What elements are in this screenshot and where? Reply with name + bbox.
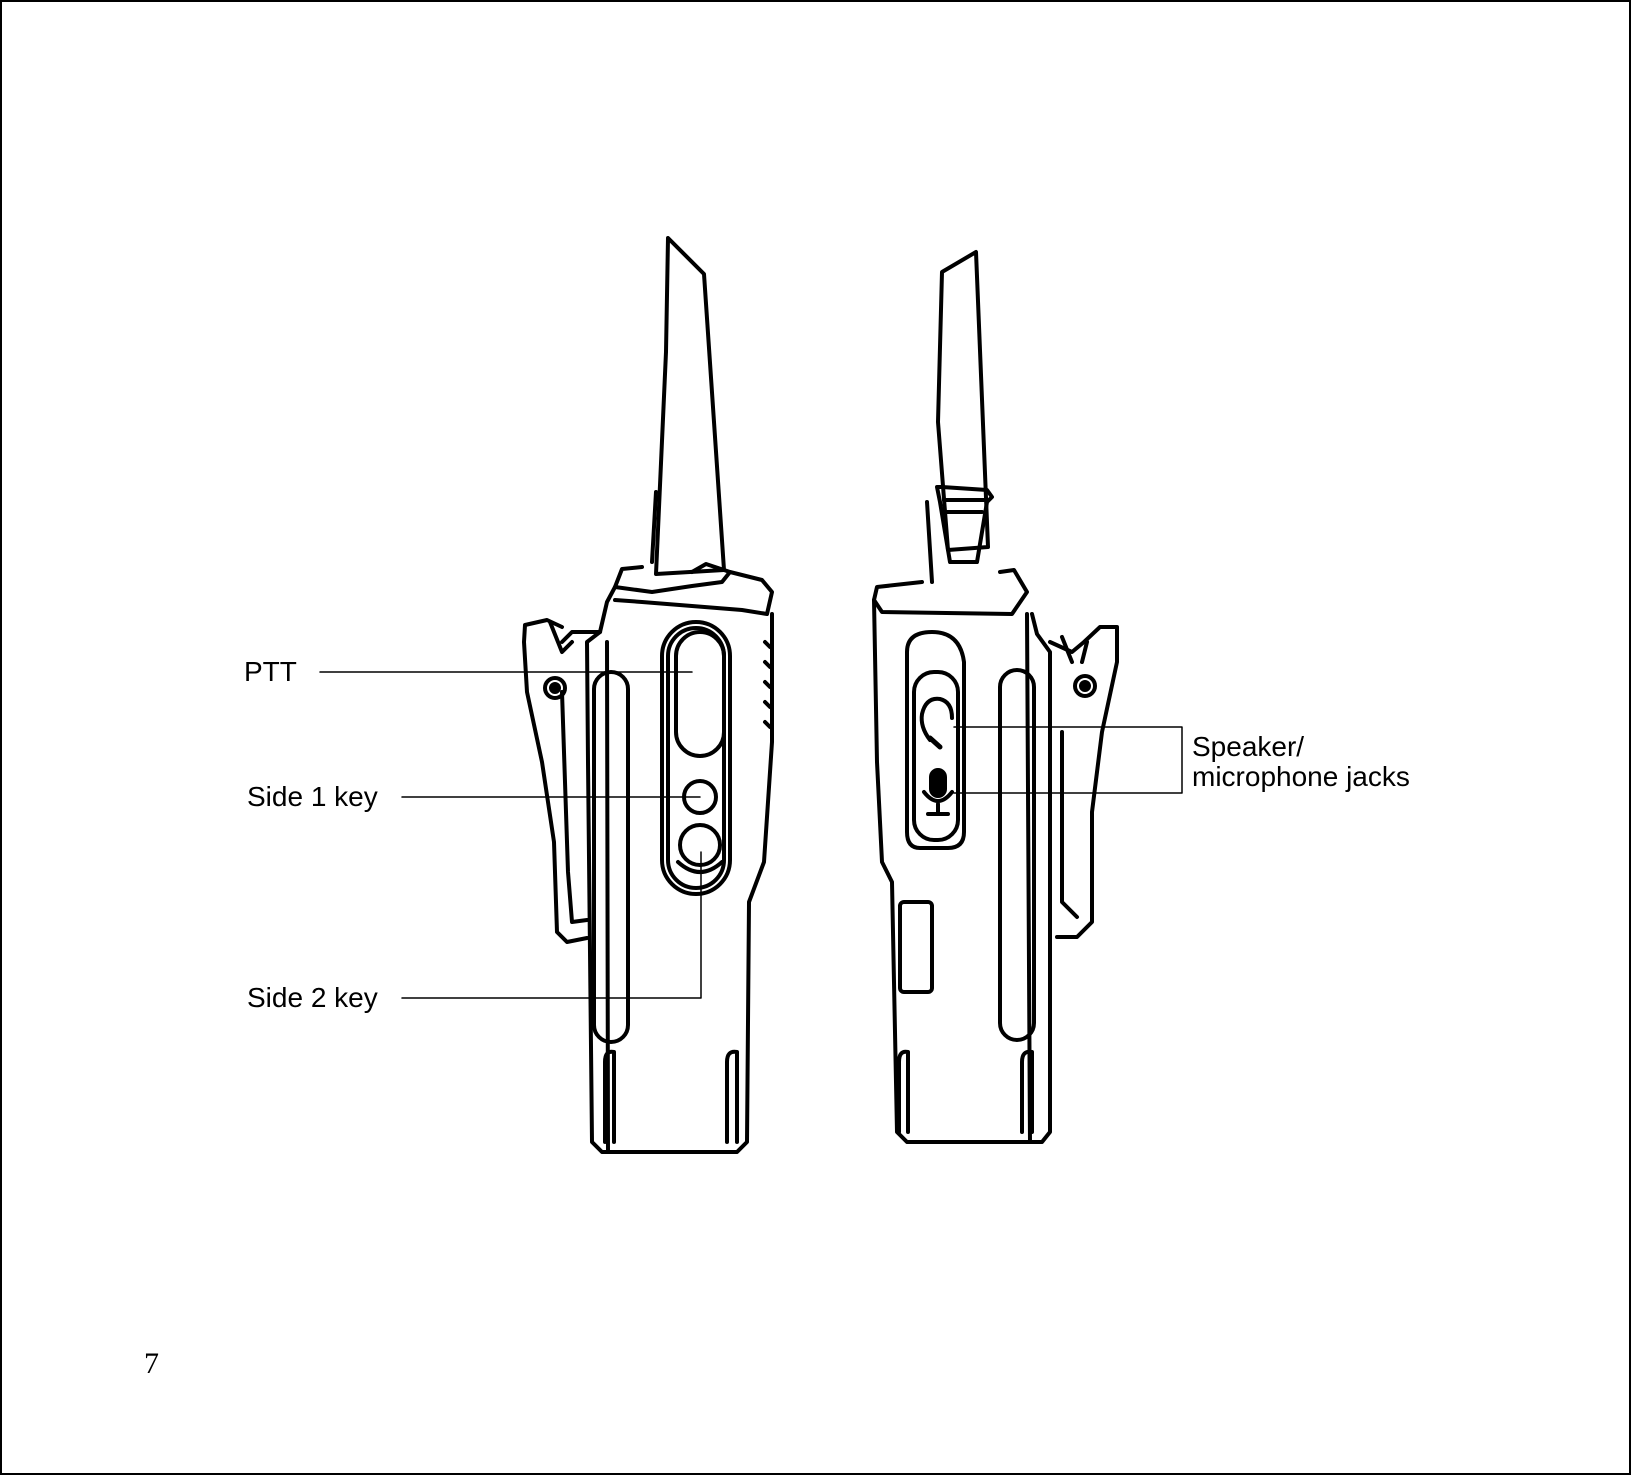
side-2-leader <box>401 851 702 999</box>
side-1-key-label: Side 1 key <box>247 781 378 812</box>
body-right <box>872 598 1052 1144</box>
ptt-button <box>674 630 726 758</box>
side-2-key-label: Side 2 key <box>247 982 378 1013</box>
knob-right <box>935 485 994 564</box>
ptt-label: PTT <box>244 656 297 687</box>
microphone-icon <box>922 768 954 816</box>
callout-lines <box>319 671 1183 999</box>
speaker-jacks-label-line2: microphone jacks <box>1192 761 1410 792</box>
belt-clip-right <box>1048 625 1119 939</box>
jack-cover <box>905 630 966 850</box>
antenna-left <box>654 236 726 576</box>
radio-left-view <box>522 236 774 1154</box>
belt-clip-left <box>522 618 589 944</box>
headphone-icon <box>919 696 954 742</box>
speaker-jacks-label-line1: Speaker/ <box>1192 731 1305 762</box>
page-number: 7 <box>144 1347 159 1380</box>
jacks-leader <box>953 726 1183 794</box>
key-panel <box>660 620 732 896</box>
antenna-right <box>936 250 990 552</box>
side-2-key-button <box>678 823 722 867</box>
body-left <box>585 612 774 1154</box>
radio-right-view <box>872 250 1119 1144</box>
